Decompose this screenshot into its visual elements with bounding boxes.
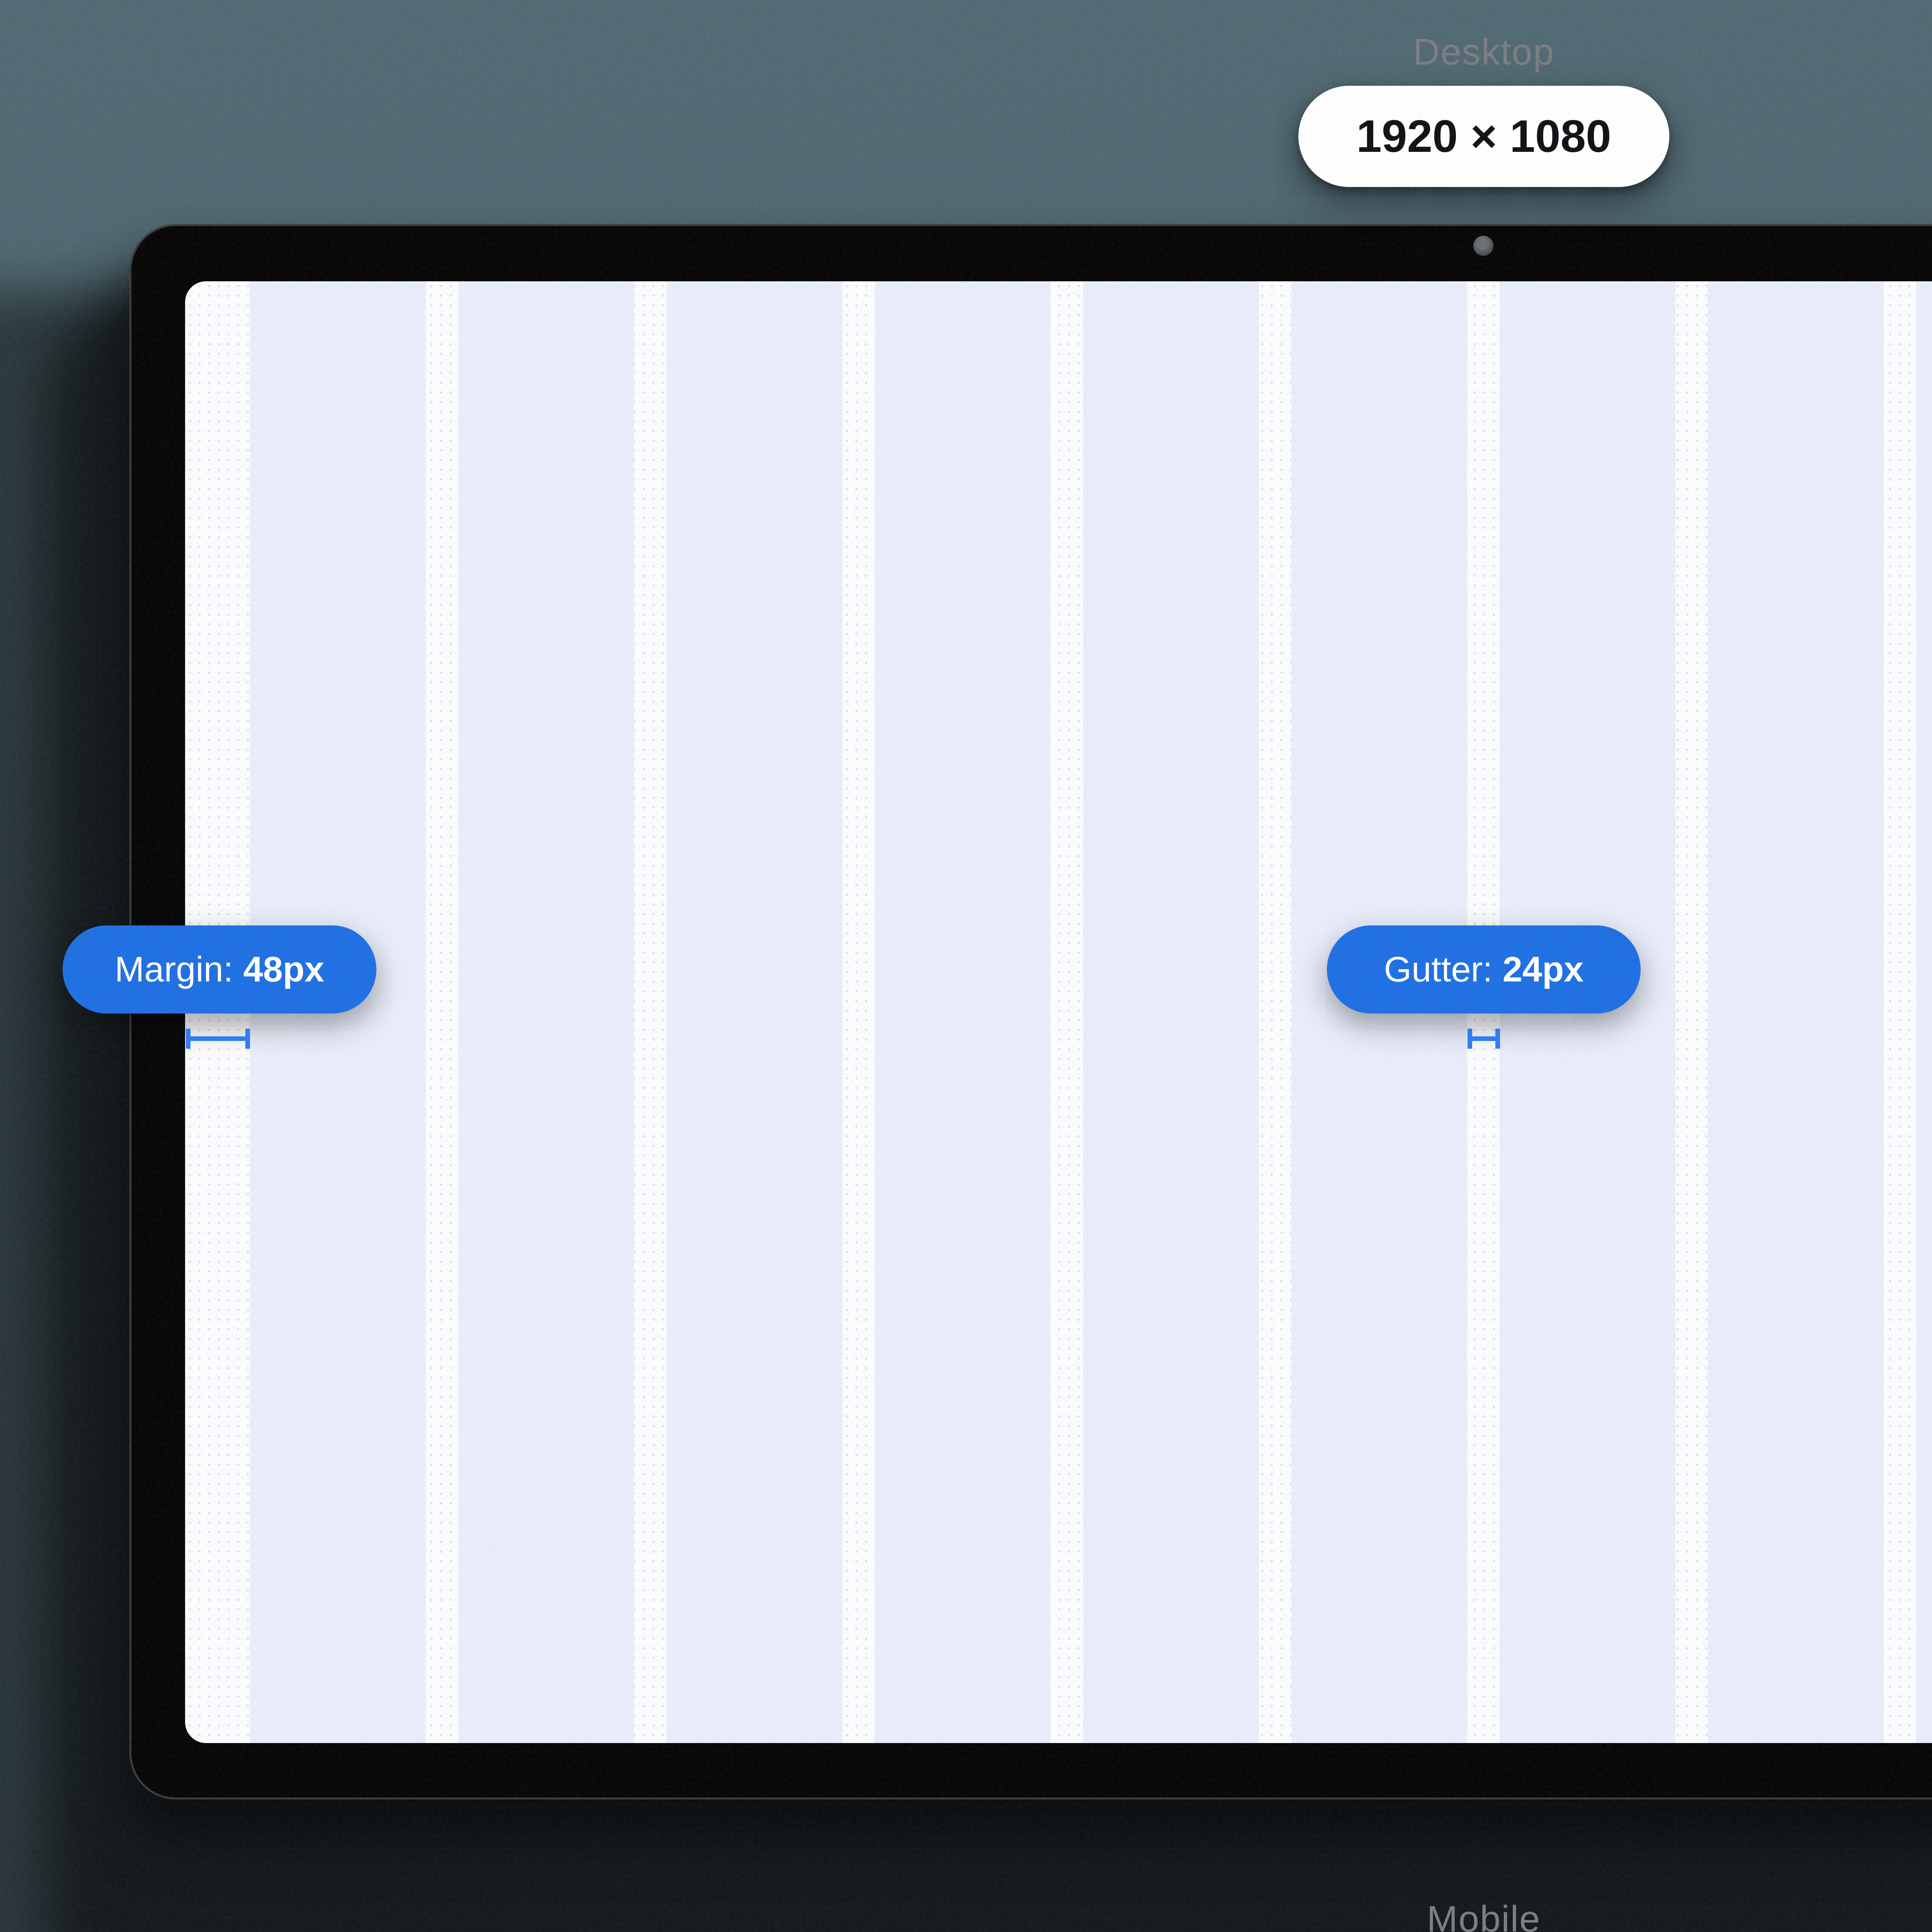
grid-column <box>875 281 1051 1743</box>
desktop-section-label: Desktop <box>1413 31 1554 73</box>
desktop-resolution-badge: 1920 × 1080 <box>1298 86 1669 187</box>
desktop-screen-grid <box>185 281 1932 1743</box>
pill-value: 24px <box>1503 949 1584 990</box>
grid-column <box>667 281 842 1743</box>
webcam-icon <box>1473 236 1493 256</box>
desktop-resolution-text: 1920 × 1080 <box>1356 110 1611 163</box>
mobile-section-label: Mobile <box>1427 1898 1541 1932</box>
desktop-margin-left-pill: Margin: 48px <box>63 925 376 1014</box>
desktop-monitor-mockup <box>129 224 1932 1799</box>
pill-value: 48px <box>243 949 325 990</box>
desktop-gutter-pill: Gutter: 24px <box>1327 925 1641 1014</box>
desktop-margin-left-measure-tick <box>186 1029 250 1049</box>
pill-label: Gutter: <box>1384 949 1493 990</box>
grid-column <box>1708 281 1884 1743</box>
grid-column <box>458 281 634 1743</box>
desktop-gutter-measure-tick <box>1468 1029 1500 1049</box>
grid-column <box>1083 281 1259 1743</box>
pill-label: Margin: <box>115 949 233 990</box>
grid-column <box>1916 281 1932 1743</box>
